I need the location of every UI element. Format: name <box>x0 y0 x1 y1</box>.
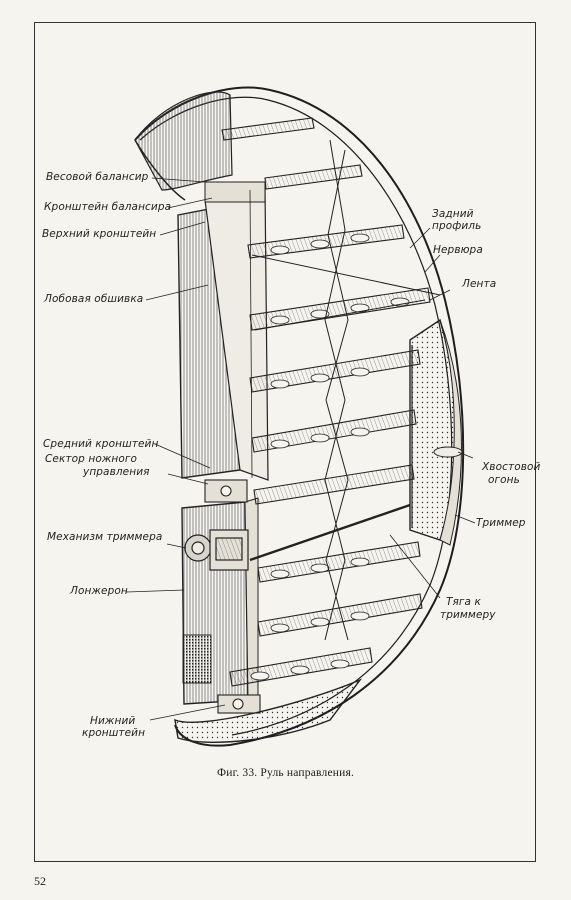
weight-balance-horn <box>134 91 233 201</box>
leading-skin-column <box>177 181 269 481</box>
label-rear-profile-1: Задний <box>432 208 474 220</box>
label-spar: Лонжерон <box>70 585 128 597</box>
label-lower-bracket-2: кронштейн <box>82 727 146 739</box>
label-leading-skin: Лобовая обшивка <box>44 293 144 305</box>
figure-frame <box>34 22 536 862</box>
trim-mechanism <box>184 529 249 571</box>
label-weight-balance: Весовой балансир <box>46 171 149 183</box>
label-lower-bracket-1: Нижний <box>90 715 136 727</box>
label-upper-bracket: Верхний кронштейн <box>42 228 157 240</box>
label-tail-light-2: огонь <box>488 474 520 486</box>
label-trim-mechanism: Механизм триммера <box>47 531 163 543</box>
label-rear-profile-2: профиль <box>432 220 482 232</box>
trimmer-panel <box>409 318 463 546</box>
leader-lines <box>125 177 476 721</box>
label-balance-bracket: Кронштейн балансира <box>44 201 172 213</box>
label-tape: Лента <box>462 278 497 290</box>
label-tail-light-1: Хвостовой <box>482 461 541 473</box>
page-number: 52 <box>34 874 46 888</box>
rib-holes <box>250 233 410 681</box>
label-foot-sector-1: Сектор ножного <box>45 453 138 465</box>
bracing-tapes <box>249 139 441 641</box>
hinge-brackets <box>204 479 261 714</box>
figure-caption: Фиг. 33. Руль направления. <box>216 767 355 779</box>
label-trim-rod-1: Тяга к <box>446 596 481 608</box>
label-trimmer: Триммер <box>476 517 526 529</box>
label-middle-bracket: Средний кронштейн <box>43 438 159 450</box>
label-trim-rod-2: триммеру <box>440 609 496 621</box>
label-foot-sector-2: управления <box>83 466 150 478</box>
label-rib: Нервюра <box>433 244 483 256</box>
bottom-fairing <box>174 678 363 743</box>
